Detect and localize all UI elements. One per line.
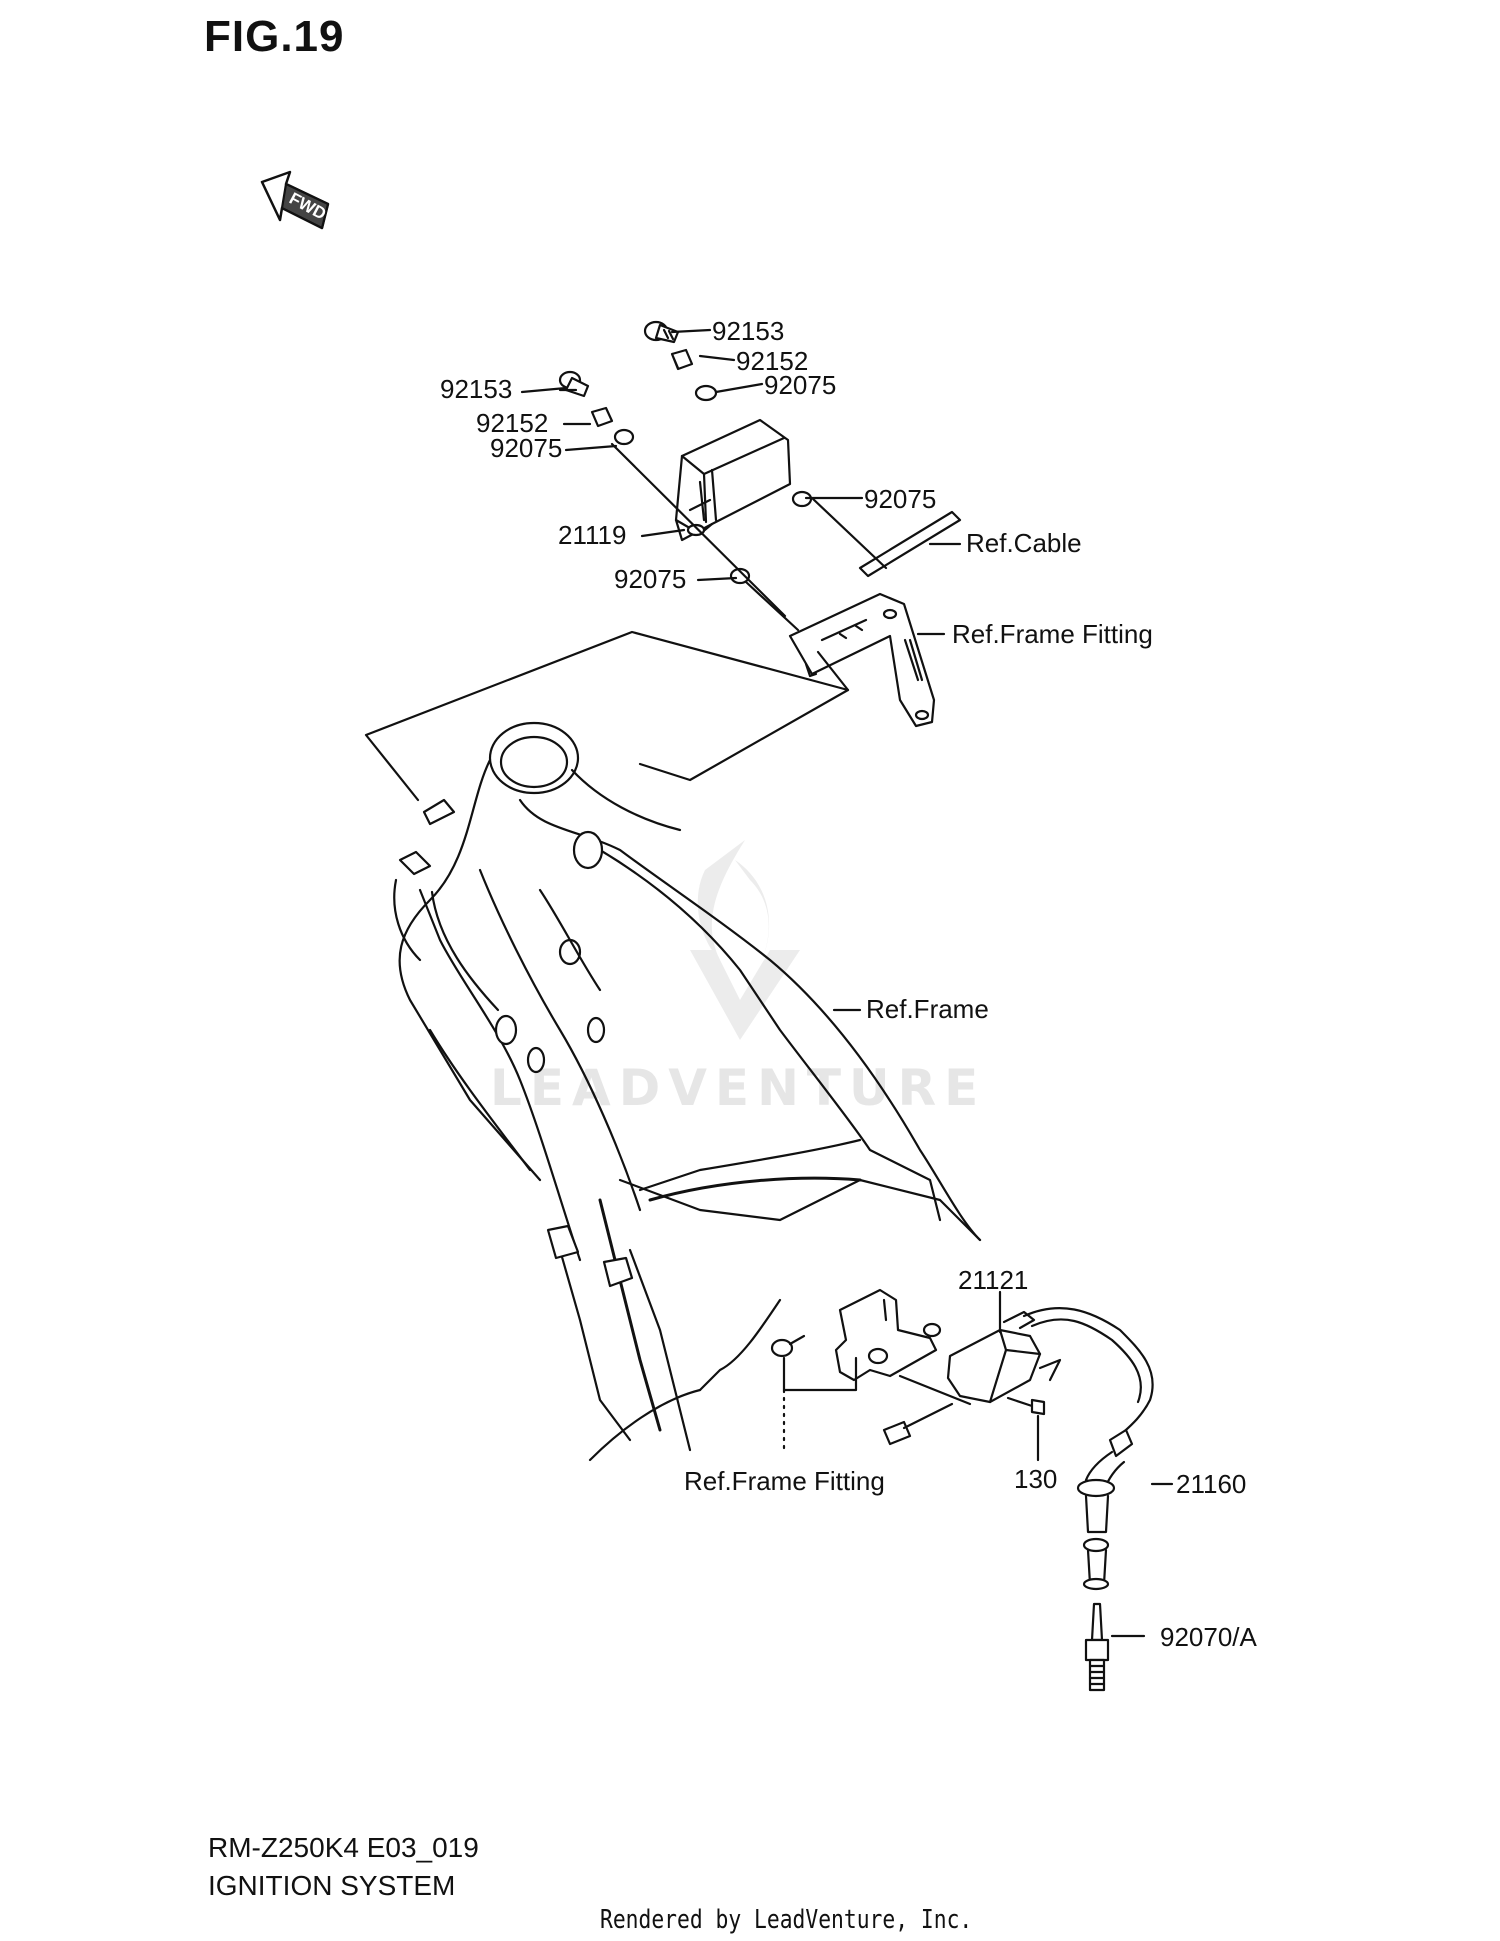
callout-92153-b: 92153 — [440, 374, 512, 404]
callout-21119: 21119 — [558, 520, 626, 550]
leader-lines — [520, 328, 1174, 1638]
fwd-arrow-icon: FWD — [260, 170, 330, 230]
bolt-frame-fitting — [770, 1334, 806, 1358]
callout-ref-frame-fitting-a: Ref.Frame Fitting — [952, 619, 1153, 649]
spark-plug-92070a — [1084, 1602, 1110, 1692]
callout-92153-a: 92153 — [712, 316, 784, 346]
callout-21121: 21121 — [958, 1265, 1028, 1295]
callout-92152-a: 92152 — [736, 346, 808, 376]
callout-labels: 92153 92152 92075 92153 92152 92075 9207… — [440, 316, 1258, 1652]
grommet-92075-lower — [729, 567, 751, 585]
footer-section: IGNITION SYSTEM — [208, 1870, 456, 1901]
frame — [393, 721, 982, 1462]
callout-ref-frame: Ref.Frame — [866, 994, 989, 1024]
ref-cable-strap — [858, 510, 962, 578]
callout-92075-d: 92075 — [614, 564, 686, 594]
grommet-92075-left — [613, 428, 635, 446]
screw-92153-left — [558, 370, 590, 398]
plug-cap-21160 — [1076, 1428, 1134, 1591]
screw-92153-upper — [643, 320, 680, 344]
callout-ref-cable: Ref.Cable — [966, 528, 1082, 558]
ignition-coil-21121 — [946, 1306, 1154, 1442]
figure-title: FIG.19 — [204, 12, 345, 61]
leadventure-watermark: LEADVENTURE — [490, 840, 986, 1117]
watermark-text: LEADVENTURE — [490, 1059, 986, 1117]
callout-92070a: 92070/A — [1160, 1622, 1258, 1652]
collar-92152-left — [590, 406, 614, 428]
rendered-by: Rendered by LeadVenture, Inc. — [600, 1905, 973, 1935]
collar-92152-upper — [670, 348, 694, 371]
footer-model: RM-Z250K4 E03_019 — [208, 1832, 479, 1863]
grommet-92075-upper — [694, 384, 718, 402]
callout-130: 130 — [1014, 1464, 1057, 1494]
callout-92075-c: 92075 — [864, 484, 936, 514]
bolt-130 — [1006, 1396, 1046, 1416]
coil-connector — [882, 1402, 954, 1446]
ref-frame-fitting-upper — [788, 592, 936, 728]
callout-92075-b: 92075 — [490, 433, 562, 463]
coil-bracket — [834, 1288, 942, 1382]
callout-92152-b: 92152 — [476, 408, 548, 438]
callout-21160: 21160 — [1176, 1469, 1246, 1499]
bracket-21119 — [674, 418, 792, 542]
callout-ref-frame-fitting-b: Ref.Frame Fitting — [684, 1466, 885, 1496]
callout-92075-a: 92075 — [764, 370, 836, 400]
